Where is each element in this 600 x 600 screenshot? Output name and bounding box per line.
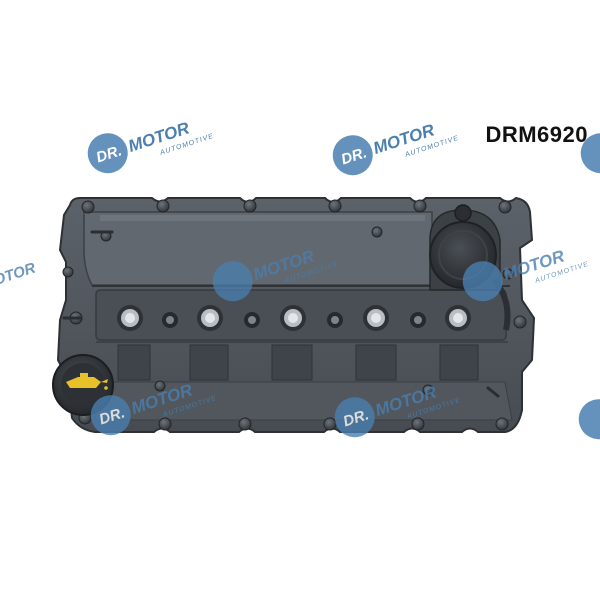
watermark-right-top xyxy=(580,133,600,174)
part-number-label: DRM6920 xyxy=(485,122,588,147)
watermark-top-left: DR. MOTOR AUTOMOTIVE xyxy=(87,118,215,174)
glow-plug-seals xyxy=(162,312,426,328)
side-studs xyxy=(62,230,500,398)
watermark-top-center: DR. MOTOR AUTOMOTIVE xyxy=(332,120,460,176)
injector-ports xyxy=(117,305,471,331)
svg-text:MOTOR: MOTOR xyxy=(0,260,38,293)
watermark-left-middle: MOTOR xyxy=(0,260,38,293)
watermark-right-bottom xyxy=(578,399,600,440)
oil-can-icon xyxy=(66,373,108,390)
